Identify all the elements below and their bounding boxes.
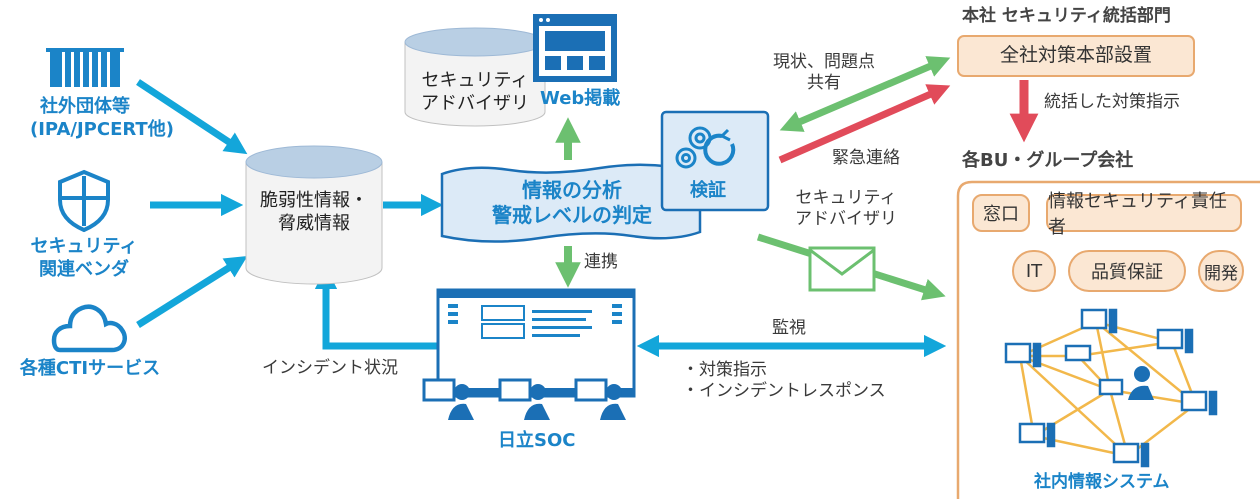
internal-system-label: 社内情報システム xyxy=(1034,472,1170,492)
soc-monitor xyxy=(436,288,636,398)
measures-line1: ・対策指示 xyxy=(682,360,767,380)
arrow-cti-to-db xyxy=(136,256,248,328)
advisory-flow-label: セキュリティ アドバイザリ xyxy=(786,188,906,231)
arrow-share-status xyxy=(779,56,951,132)
bu-qa-pill: 品質保証 xyxy=(1068,250,1186,292)
bu-window-box: 窓口 xyxy=(972,194,1030,232)
advisory-db-line1: セキュリティ xyxy=(421,70,529,91)
org-source-label: 社外団体等 (IPA/JPCERT他) xyxy=(30,96,174,141)
incident-status-label: インシデント状況 xyxy=(262,358,398,378)
advisory-flow-line2: アドバイザリ xyxy=(795,209,897,230)
hq-box-frame xyxy=(957,35,1195,77)
arrow-emergency xyxy=(778,84,951,164)
vendor-label-line2: 関連ベンダ xyxy=(39,258,129,280)
emergency-label: 緊急連絡 xyxy=(832,148,900,168)
bu-title: 各BU・グループ会社 xyxy=(962,150,1134,171)
advisory-db-line2: アドバイザリ xyxy=(421,92,529,114)
network-user-icon xyxy=(1128,366,1154,400)
gears-icon xyxy=(675,126,736,169)
advisory-db-label: セキュリティ アドバイザリ xyxy=(410,70,540,115)
verify-box xyxy=(660,110,770,212)
soc-operators-icon xyxy=(422,378,626,420)
network-pc-icons xyxy=(1004,308,1218,468)
org-label-line1: 社外団体等 xyxy=(40,96,130,117)
web-browser-icon xyxy=(533,14,617,82)
web-label: Web掲載 xyxy=(540,88,621,109)
cloud-icon xyxy=(51,304,127,353)
consolidated-label: 統括した対策指示 xyxy=(1044,92,1180,112)
org-label-line2: (IPA/JPCERT他) xyxy=(30,118,174,140)
share-status-line1: 現状、問題点 xyxy=(773,52,875,72)
share-status-label: 現状、問題点 共有 xyxy=(764,52,884,95)
link-label: 連携 xyxy=(584,252,618,272)
measures-line2: ・インシデントレスポンス xyxy=(682,381,886,402)
envelope-icon xyxy=(808,246,876,292)
shield-icon xyxy=(58,169,110,233)
vendor-source-label: セキュリティ 関連ベンダ xyxy=(24,236,144,281)
arrow-org-to-db xyxy=(136,79,248,155)
bu-manager-box: 情報セキュリティ責任者 xyxy=(1046,191,1242,238)
advisory-db-cylinder xyxy=(404,27,546,127)
arrow-soc-to-db xyxy=(314,266,438,350)
soc-label: 日立SOC xyxy=(498,430,576,451)
share-status-line2: 共有 xyxy=(807,73,841,94)
analysis-line2: 警戒レベルの判定 xyxy=(492,203,652,227)
hq-box-label: 全社対策本部設置 xyxy=(999,44,1152,66)
analysis-label: 情報の分析 警戒レベルの判定 xyxy=(452,178,692,228)
vuln-db-line2: 脅威情報 xyxy=(278,212,350,234)
analysis-line1: 情報の分析 xyxy=(522,178,622,202)
hq-title: 本社 セキュリティ統括部門 xyxy=(962,6,1171,26)
vuln-db-label: 脆弱性情報・ 脅威情報 xyxy=(252,190,376,235)
bu-frame xyxy=(956,180,1260,499)
vendor-label-line1: セキュリティ xyxy=(30,236,138,257)
building-icon xyxy=(46,48,124,87)
cti-source-label: 各種CTIサービス xyxy=(19,358,161,379)
verify-label: 検証 xyxy=(690,180,726,201)
monitor-label: 監視 xyxy=(772,318,806,338)
vuln-db-line1: 脆弱性情報・ xyxy=(260,190,368,211)
measures-label: ・対策指示 ・インシデントレスポンス xyxy=(682,360,886,403)
vuln-db-cylinder xyxy=(245,145,383,285)
advisory-flow-line1: セキュリティ xyxy=(795,188,897,208)
bu-it-pill: IT xyxy=(1012,250,1056,292)
bu-dev-pill: 開発 xyxy=(1198,250,1244,292)
